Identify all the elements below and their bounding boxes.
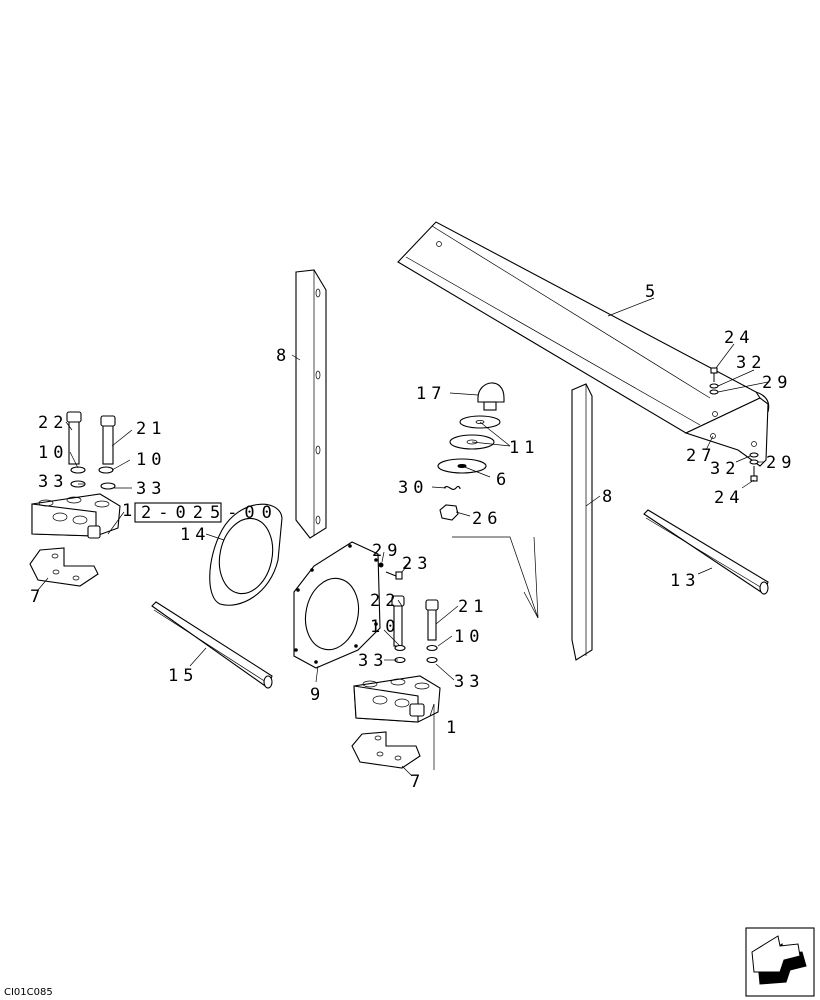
label-part-33-left-a: 33 bbox=[38, 472, 68, 492]
label-part-29-bot: 29 bbox=[766, 453, 796, 473]
label-part-10-mid-b: 10 bbox=[454, 627, 484, 647]
label-part-32-top: 32 bbox=[736, 353, 766, 373]
label-part-22-left: 22 bbox=[38, 413, 68, 433]
label-part-8-right: 8 bbox=[602, 487, 617, 507]
label-part-10-left-a: 10 bbox=[38, 443, 68, 463]
label-part-23: 23 bbox=[402, 554, 432, 574]
label-part-24-bot: 24 bbox=[714, 488, 744, 508]
label-part-22-mid: 22 bbox=[370, 591, 400, 611]
fasteners-upper-right bbox=[709, 367, 759, 482]
label-part-8-left: 8 bbox=[276, 346, 291, 366]
cover-plate-part bbox=[397, 221, 770, 467]
reference-box[interactable]: 2-025-00 bbox=[134, 502, 279, 523]
label-part-21-mid: 21 bbox=[458, 597, 488, 617]
label-part-24-top: 24 bbox=[724, 328, 754, 348]
label-part-7-left: 7 bbox=[30, 587, 45, 607]
drawing-code: CI01C085 bbox=[4, 987, 53, 998]
rod-15-part bbox=[151, 601, 273, 689]
label-part-1: 1 bbox=[446, 718, 461, 738]
label-part-29-top: 29 bbox=[762, 373, 792, 393]
label-part-33-mid-a: 33 bbox=[358, 651, 388, 671]
label-part-14: 14 bbox=[180, 525, 210, 545]
label-part-27: 27 bbox=[686, 446, 716, 466]
label-part-9: 9 bbox=[310, 685, 325, 705]
label-part-13: 13 bbox=[670, 571, 700, 591]
reference-code: 2-025-00 bbox=[141, 503, 279, 523]
mounting-plate-part bbox=[293, 541, 381, 669]
label-part-6: 6 bbox=[496, 470, 511, 490]
rubber-mount-stack bbox=[437, 382, 505, 521]
label-part-21-left: 21 bbox=[136, 419, 166, 439]
label-part-5: 5 bbox=[645, 282, 660, 302]
label-part-33-left-b: 33 bbox=[136, 479, 166, 499]
bearing-block-left bbox=[29, 411, 121, 587]
rod-13-part bbox=[643, 509, 769, 595]
label-part-26: 26 bbox=[472, 509, 502, 529]
label-part-15: 15 bbox=[168, 666, 198, 686]
leader-lines bbox=[37, 297, 769, 777]
bearing-block-middle bbox=[351, 595, 441, 769]
gasket-part bbox=[209, 503, 283, 606]
label-part-29-mid: 29 bbox=[372, 541, 402, 561]
label-part-33-mid-b: 33 bbox=[454, 672, 484, 692]
label-part-11-right: 11 bbox=[509, 438, 539, 458]
fasteners-middle bbox=[378, 562, 403, 580]
angle-bar-left-part bbox=[295, 269, 327, 539]
label-part-30: 30 bbox=[398, 478, 428, 498]
angle-bar-right-part bbox=[571, 383, 593, 661]
label-part-32-bot: 32 bbox=[710, 459, 740, 479]
label-part-10-left-b: 10 bbox=[136, 450, 166, 470]
label-part-7-mid: 7 bbox=[410, 772, 425, 792]
arrow-icon[interactable] bbox=[745, 927, 815, 997]
label-part-10-mid-a: 10 bbox=[370, 617, 400, 637]
label-part-17: 17 bbox=[416, 384, 446, 404]
